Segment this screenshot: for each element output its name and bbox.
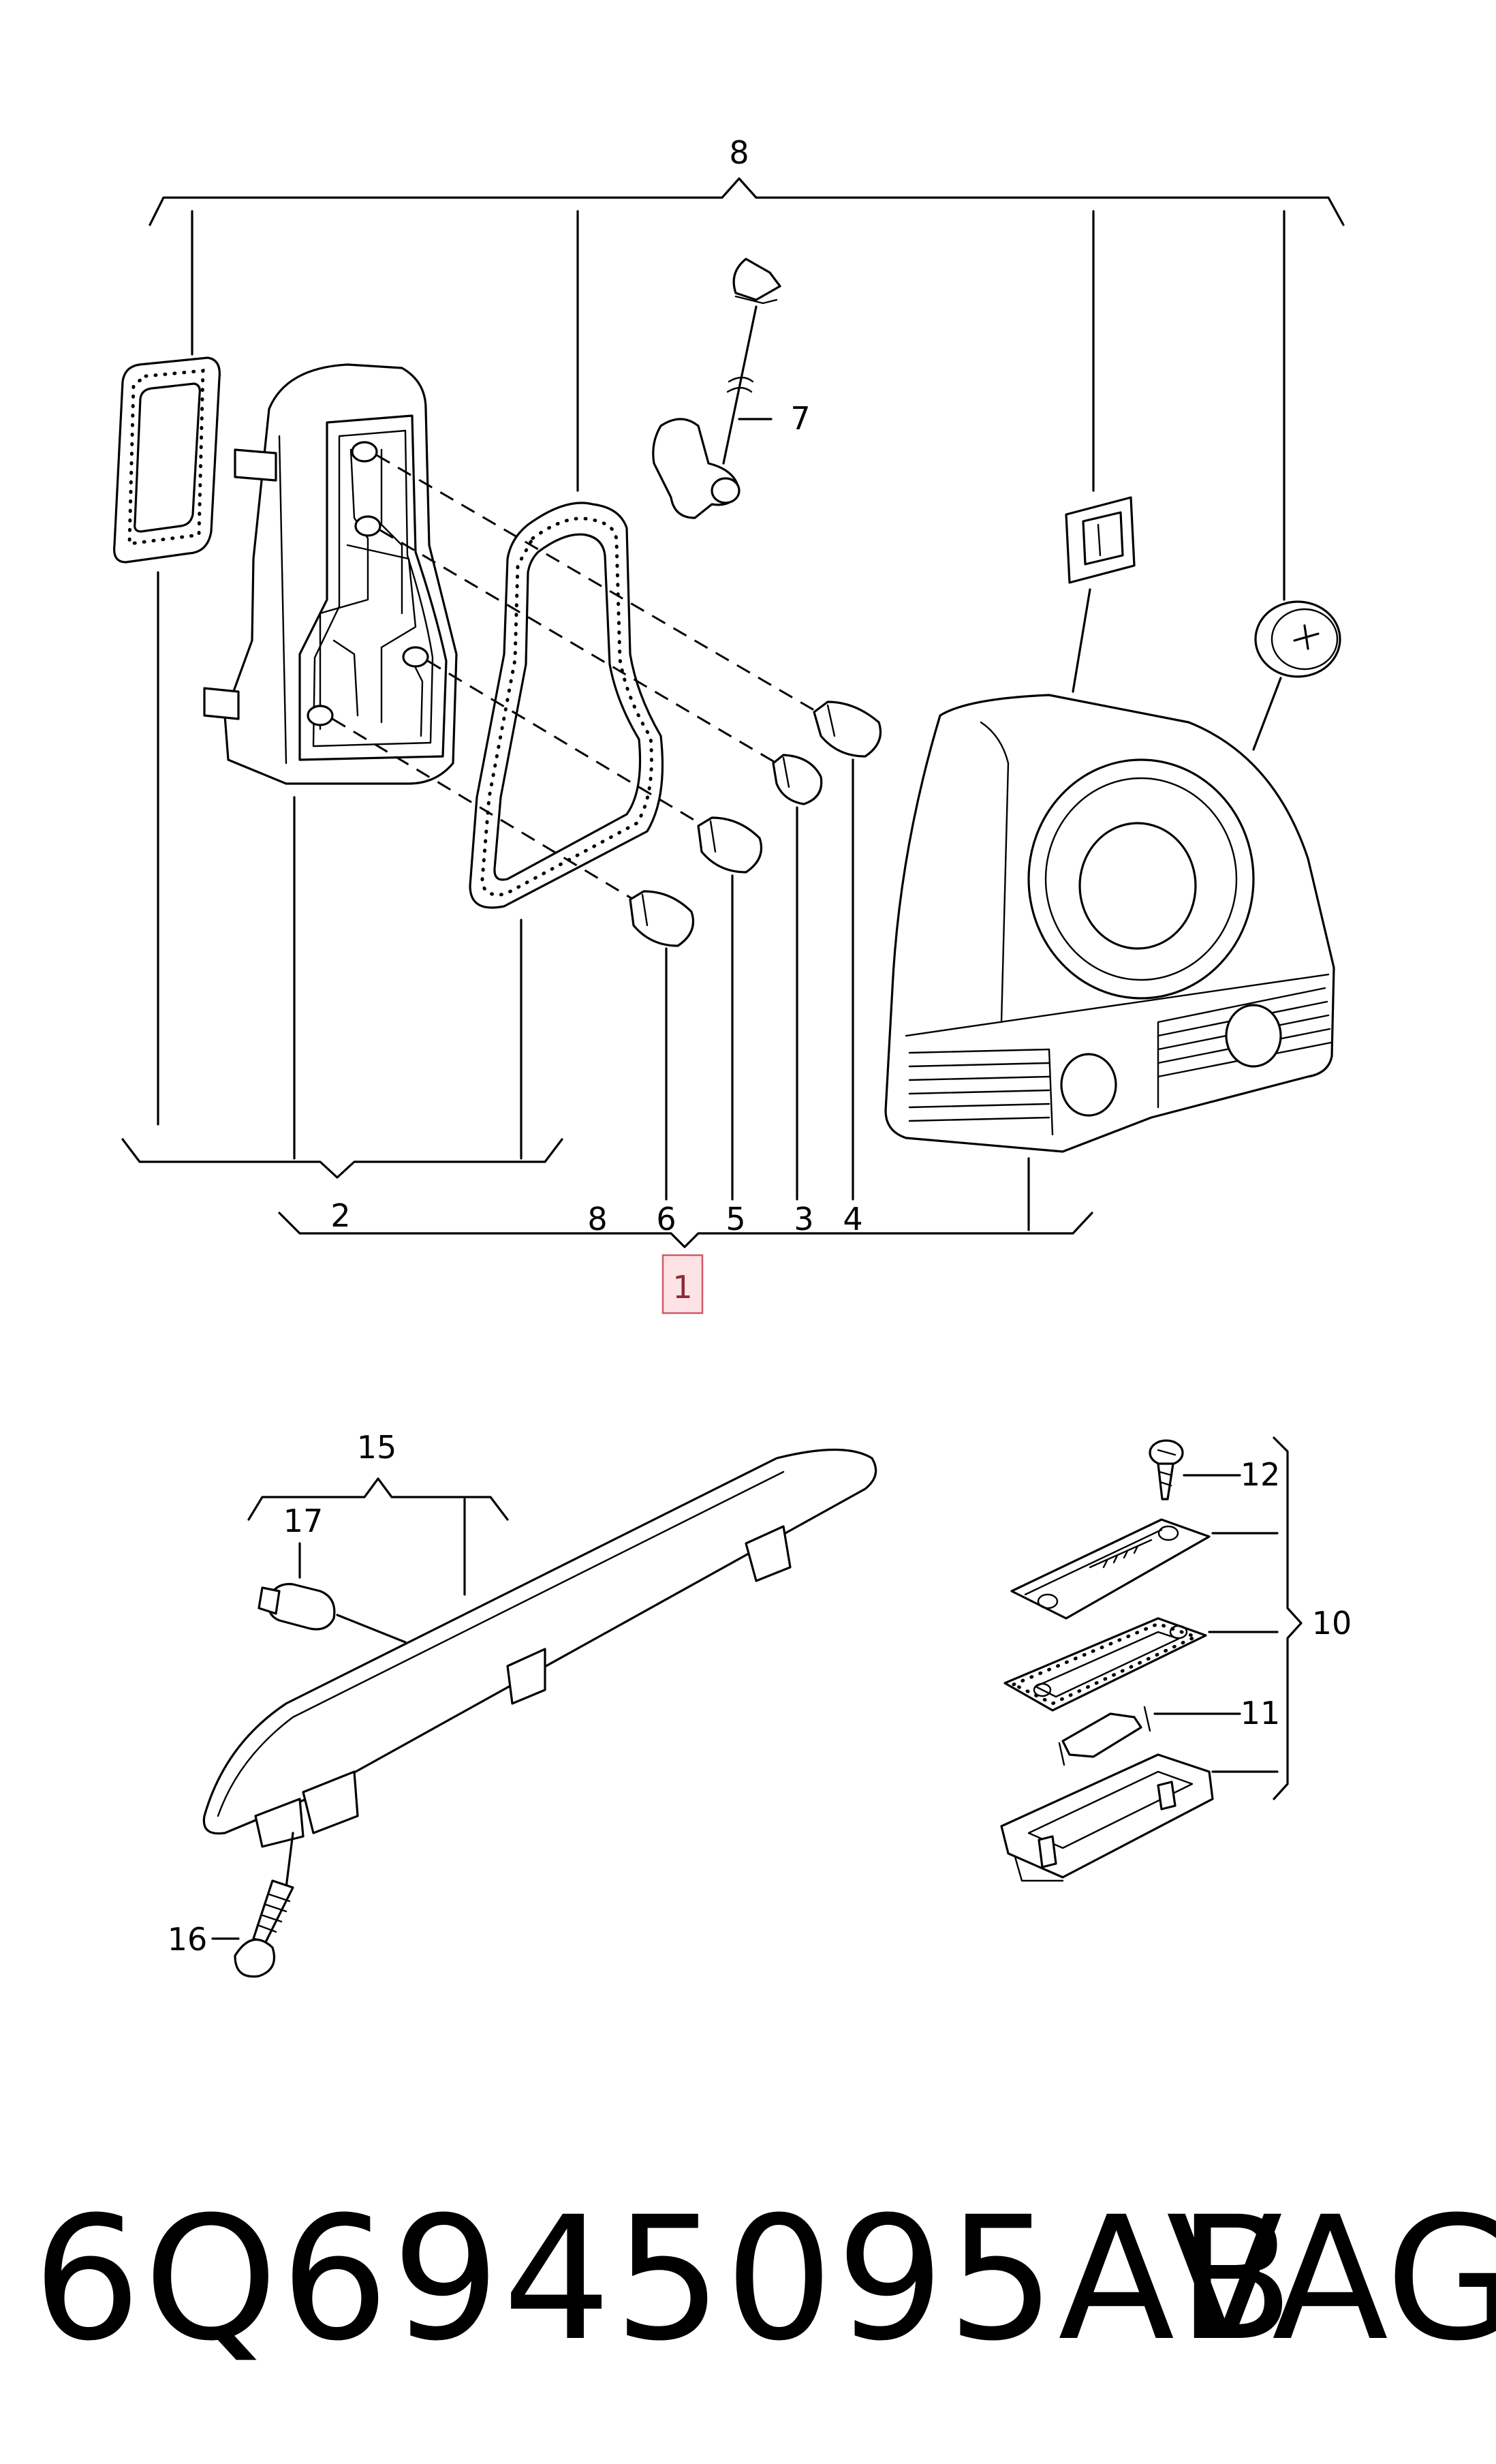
bracket-8-top xyxy=(149,177,1345,601)
tail-light-housing xyxy=(884,694,1335,1153)
screw-16 xyxy=(234,1879,294,1978)
socket-4 xyxy=(307,705,334,726)
bracket-2 xyxy=(121,1138,563,1179)
bracket-15 xyxy=(247,1477,509,1596)
callout-2: 2 xyxy=(330,1197,350,1234)
leader-16 xyxy=(285,1832,294,1889)
part-number: 6Q6945095AB xyxy=(33,2180,1297,2378)
screw-12 xyxy=(1149,1439,1184,1500)
callout-16: 16 xyxy=(168,1921,208,1958)
wire-clip-7 xyxy=(652,258,781,519)
wedge-bulb-17 xyxy=(258,1583,336,1631)
callout-7: 7 xyxy=(790,400,810,437)
festoon-bulb-11 xyxy=(1058,1706,1151,1766)
callout-3: 3 xyxy=(794,1201,813,1237)
callout-1: 1 xyxy=(672,1269,692,1306)
bulb-6 xyxy=(629,890,695,947)
callout-8-bottom: 8 xyxy=(587,1201,607,1237)
callout-5: 5 xyxy=(726,1201,745,1237)
gasket-small xyxy=(113,356,221,564)
callout-1-highlight xyxy=(661,1254,704,1314)
callout-15: 15 xyxy=(357,1429,397,1466)
bulb-4 xyxy=(813,700,882,758)
callout-6: 6 xyxy=(656,1201,676,1237)
socket-2 xyxy=(354,515,381,537)
lens-cover xyxy=(1010,1518,1211,1620)
callout-12: 12 xyxy=(1241,1456,1281,1493)
callout-11: 11 xyxy=(1241,1695,1281,1731)
leader-17-lamp xyxy=(336,1614,407,1644)
callout-8-top: 8 xyxy=(729,134,749,171)
callout-10: 10 xyxy=(1312,1605,1352,1642)
leader-round-cap xyxy=(1252,677,1282,751)
bracket-10 xyxy=(1273,1436,1303,1800)
bulb-3 xyxy=(772,754,823,805)
brake-light-15 xyxy=(202,1448,877,1848)
lamp-housing xyxy=(1000,1753,1214,1882)
round-cap xyxy=(1254,600,1341,678)
bulb-5 xyxy=(697,816,763,874)
square-plug xyxy=(1065,496,1136,584)
socket-3 xyxy=(402,646,429,668)
callout-17: 17 xyxy=(283,1503,324,1539)
bracket-1 xyxy=(278,1212,1093,1248)
seal-frame xyxy=(1003,1617,1207,1712)
brand-label: VAG xyxy=(1166,2180,1496,2378)
bulb-holder xyxy=(203,363,458,785)
socket-1 xyxy=(351,441,378,463)
gasket-large xyxy=(469,502,664,909)
callout-4: 4 xyxy=(843,1201,862,1237)
alignment-lines xyxy=(332,454,818,901)
leader-square-plug xyxy=(1072,588,1091,693)
